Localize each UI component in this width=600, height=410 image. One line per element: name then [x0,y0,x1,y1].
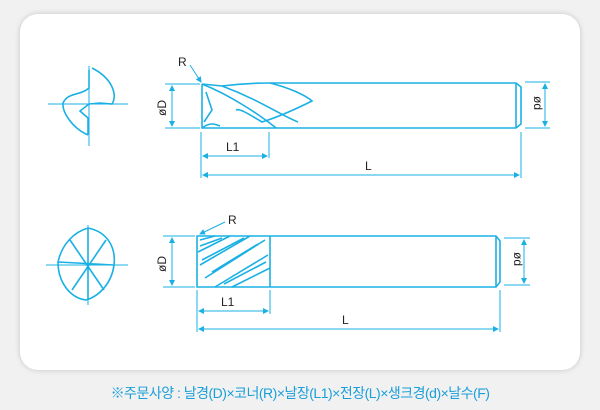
bottom-label-R: R [228,213,237,227]
order-spec-note: ※주문사양 : 날경(D)×코너(R)×날장(L1)×전장(L)×생크경(d)×… [110,385,490,401]
top-label-D: øD [155,100,169,116]
diagram-card [20,14,580,370]
top-label-L: L [365,159,372,173]
bottom-label-L: L [342,313,349,327]
top-label-L1: L1 [226,140,240,154]
top-label-R: R [178,55,187,69]
bottom-end-view [46,225,128,305]
bottom-label-D: øD [155,256,169,272]
bottom-label-L1: L1 [221,295,235,309]
bottom-label-d: ød [511,252,525,266]
bottom-side-view: R øD ød L1 L [155,213,530,332]
top-end-view [48,66,128,146]
top-side-view: R øD ød L1 L [155,55,550,178]
top-label-d: ød [531,96,545,110]
